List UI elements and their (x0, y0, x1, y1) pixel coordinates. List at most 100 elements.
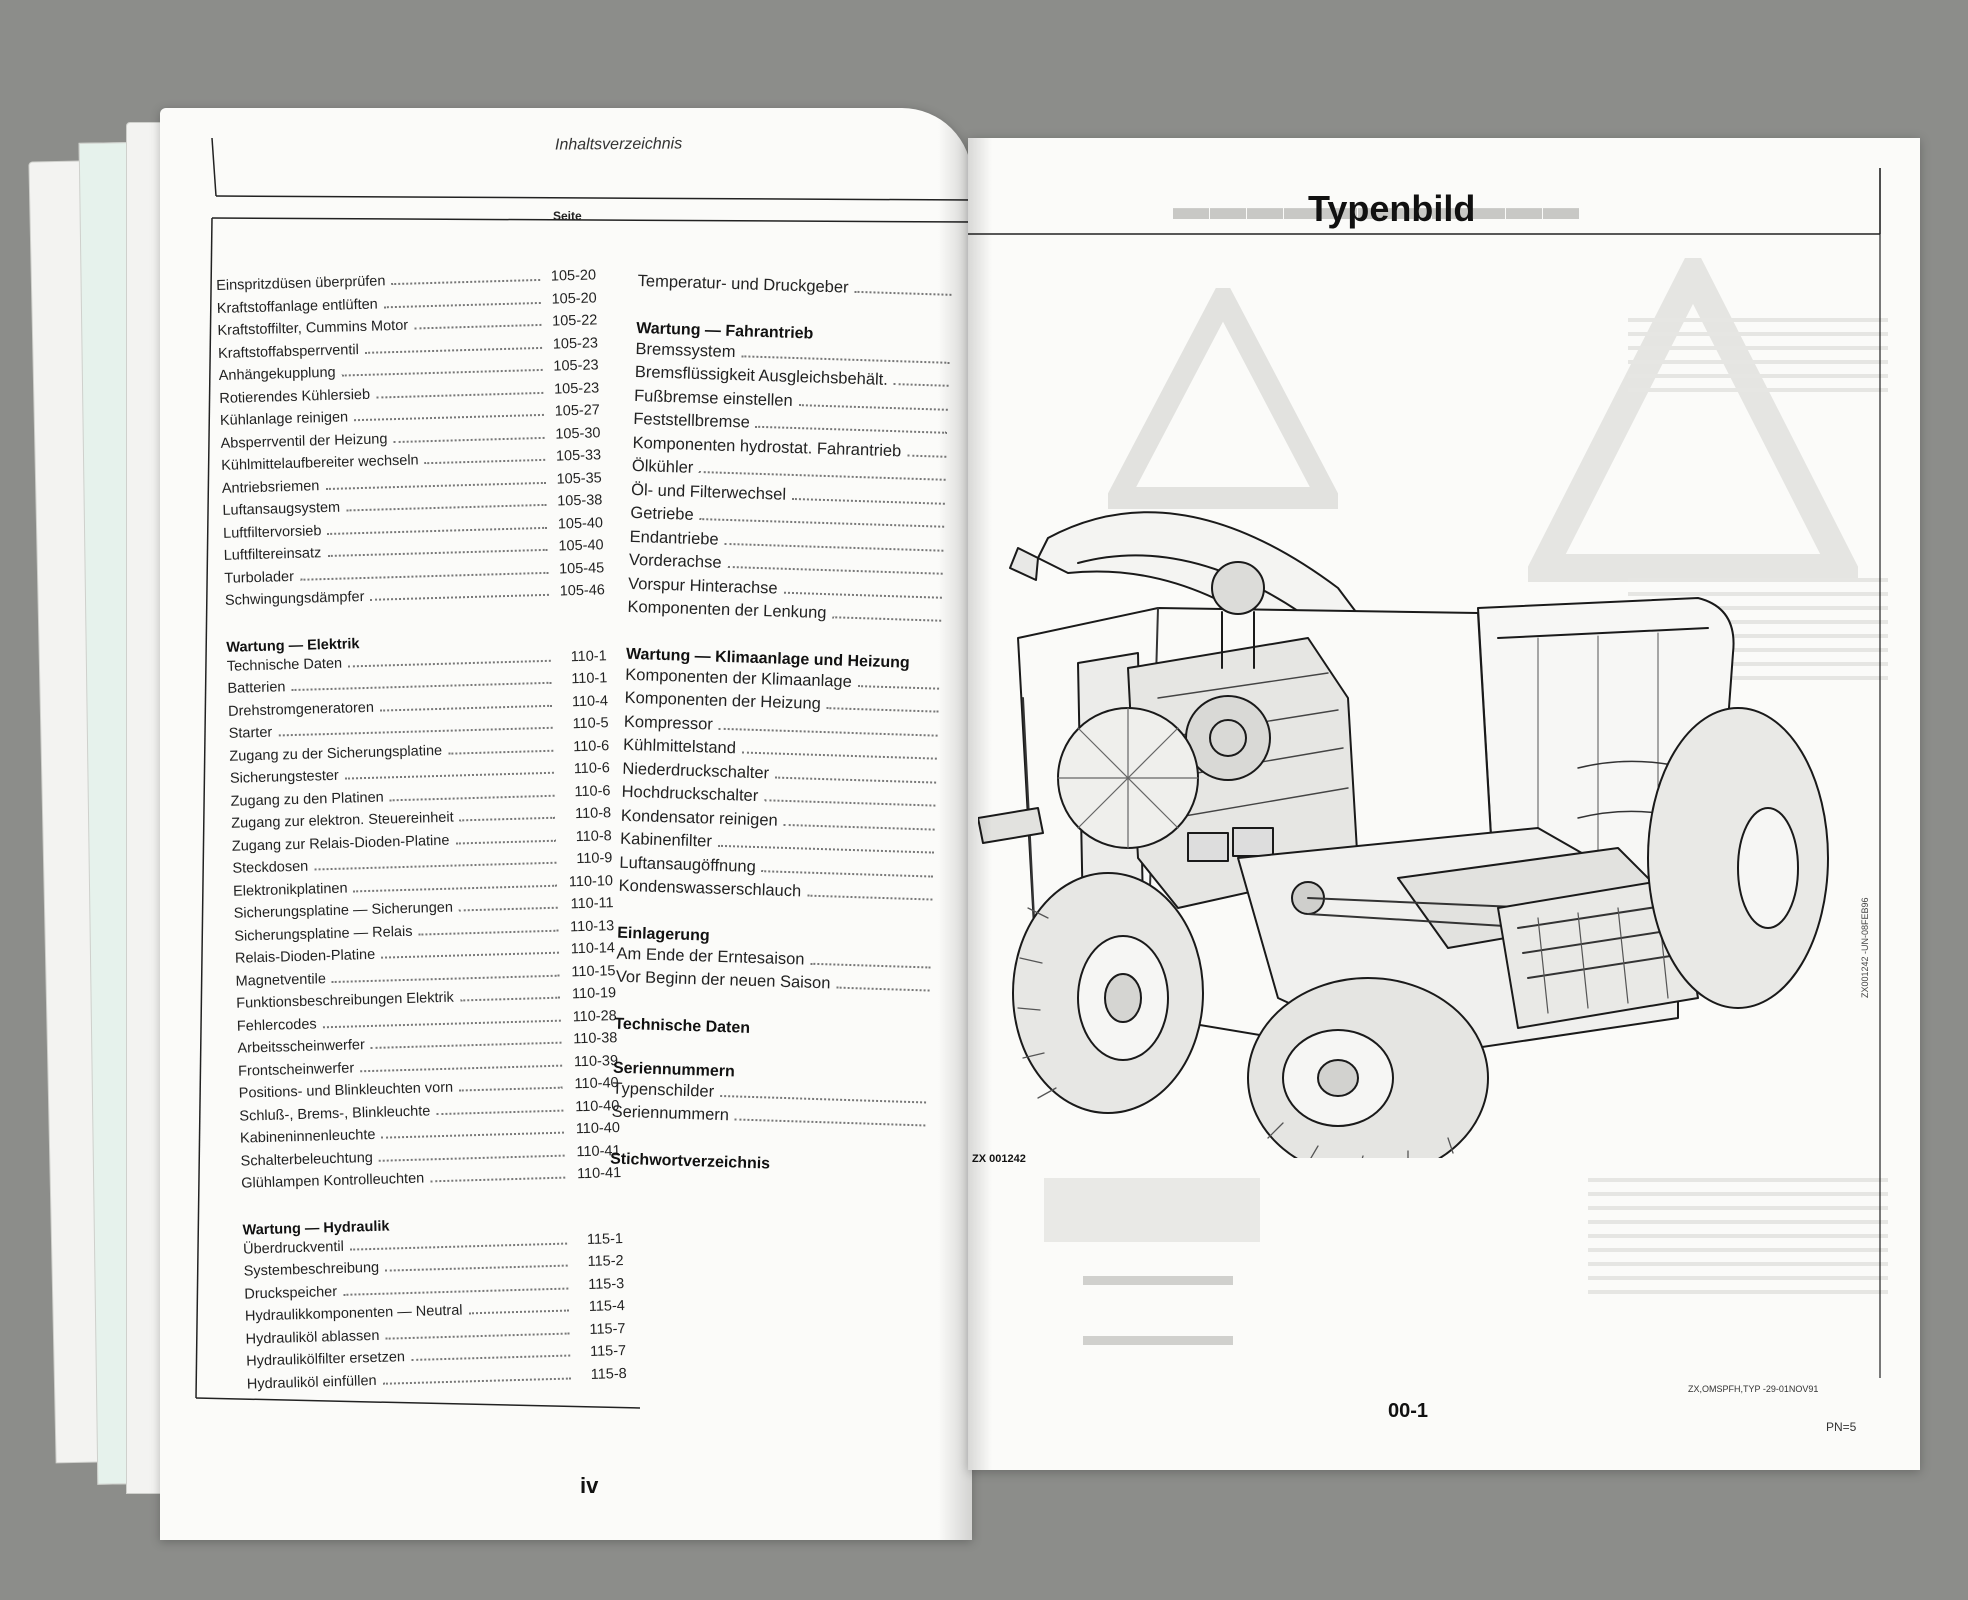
toc-entry-title: Frontscheinwerfer (237, 1059, 355, 1080)
toc-entry-title: Systembeschreibung (243, 1259, 380, 1280)
toc-entry-title: Vorderachse (628, 550, 722, 572)
toc-entry-title: Ölkühler (631, 456, 694, 477)
toc-entry-title: Kabinenfilter (619, 829, 713, 851)
dot-leader (741, 354, 950, 364)
toc-entry-title: Überdruckventil (242, 1238, 345, 1258)
dot-leader (459, 816, 556, 822)
toc-entry-title: Luftfiltereinsatz (223, 545, 322, 564)
toc-entry-title: Luftansaugsystem (222, 499, 341, 519)
toc-entry-title: Technische Daten (226, 655, 343, 675)
dot-leader (436, 1109, 564, 1115)
toc-entry-page: 105-40 (558, 537, 604, 555)
toc-entry-title: Kraftstoffabsperrventil (217, 341, 360, 362)
toc-section: Stichwortverzeichnis (610, 1148, 931, 1180)
toc-entry-title: Kabineninnenleuchte (239, 1126, 376, 1147)
dot-leader (381, 1131, 565, 1139)
toc-entry-title: Kühlmittelstand (622, 735, 737, 758)
dot-leader (727, 565, 943, 575)
dot-leader (458, 906, 558, 912)
toc-entry-page: 110-11 (570, 895, 614, 913)
left-page: Inhaltsverzeichnis Seite Einspritzdüsen … (160, 108, 972, 1540)
dot-leader (383, 301, 541, 308)
toc-entry-page: 110-5 (572, 715, 609, 733)
toc-entry-title: Absperrventil der Heizung (220, 430, 388, 452)
toc-entry-page: 110-10 (568, 872, 614, 890)
toc-entry-title: Magnetventile (235, 970, 327, 990)
toc-entry-page: 105-46 (559, 582, 606, 600)
toc-entry-page: 110-1 (570, 647, 607, 665)
toc-entry-title: Antriebsriemen (221, 477, 320, 497)
toc-entry-title: Hochdruckschalter (621, 782, 759, 806)
toc-entry-title: Kraftstoffanlage entlüften (216, 295, 378, 317)
toc-entry-page: 105-35 (556, 469, 602, 488)
toc-entry[interactable]: Temperatur- und Druckgeber (637, 272, 958, 306)
toc-entry-title: Fußbremse einstellen (633, 386, 793, 410)
toc-entry-title: Temperatur- und Druckgeber (637, 272, 849, 297)
toc-entry-title: Niederdruckschalter (622, 759, 770, 782)
dot-leader (391, 278, 541, 286)
gutter-shadow-right (968, 138, 992, 1470)
toc-entry-page: 105-23 (553, 357, 599, 375)
dot-leader (459, 1086, 563, 1092)
dot-leader (418, 929, 559, 936)
dot-leader (344, 771, 554, 780)
toc-entry-page: 115-7 (589, 1320, 626, 1338)
dot-leader (717, 844, 934, 854)
toc-entry-title: Anhängekupplung (218, 364, 336, 384)
toc-entry-page: 105-22 (551, 312, 598, 330)
dot-leader (300, 571, 549, 581)
page-title: Typenbild (1308, 188, 1476, 229)
toc-entry-title: Hydrauliköl einfüllen (246, 1372, 377, 1393)
toc-entry-title: Seriennummern (611, 1102, 730, 1125)
toc-entry-page: 105-23 (552, 334, 599, 353)
dot-leader (385, 1264, 568, 1272)
toc-entry-title: Drehstromgeneratoren (227, 699, 375, 720)
dot-leader (327, 526, 548, 535)
dot-leader (327, 548, 548, 557)
toc-entry-page: 105-23 (553, 379, 600, 398)
dot-leader (783, 823, 935, 831)
dot-leader (719, 1094, 927, 1103)
toc-entry-title: Getriebe (630, 503, 694, 524)
toc-entry-page: 105-20 (551, 289, 597, 308)
toc-entry-page: 105-33 (555, 447, 602, 465)
toc-entry-page: 115-3 (588, 1275, 625, 1293)
dot-leader (448, 749, 554, 755)
dot-leader (360, 1064, 563, 1072)
toc-entry-title: Endantriebe (629, 527, 719, 549)
toc-entry-page: 115-8 (590, 1365, 627, 1383)
toc-entry-title: Hydrauliköl ablassen (245, 1327, 380, 1348)
dot-leader (411, 1354, 571, 1361)
toc-entry-title: Batterien (227, 679, 286, 697)
footer-pn: PN=5 (1826, 1420, 1857, 1434)
toc-entry-title: Fehlercodes (236, 1015, 317, 1035)
dot-leader (783, 591, 942, 599)
toc-section: Technische Daten (614, 1013, 935, 1045)
dot-leader (331, 974, 560, 983)
toc-entry-page: 115-7 (589, 1342, 627, 1360)
dot-leader (468, 1309, 569, 1315)
toc-entry-title: Sicherungstester (229, 767, 339, 787)
dot-leader (774, 776, 937, 784)
footer-document-code: ZX,OMSPFH,TYP -29-01NOV91 (1688, 1384, 1819, 1394)
bleed-through-warning-triangle-2 (1528, 258, 1858, 582)
dot-leader (718, 727, 938, 737)
page-number-right: 00-1 (1388, 1400, 1429, 1422)
dot-leader (376, 391, 544, 399)
toc-entry-title: Elektronikplatinen (232, 880, 348, 900)
toc-entry-page: 110-4 (571, 692, 609, 710)
dot-leader (381, 951, 559, 959)
toc-entry-title: Relais-Dioden-Platine (234, 946, 376, 967)
dot-leader (755, 425, 948, 434)
toc-entry-page: 105-38 (556, 492, 603, 510)
dot-leader (389, 794, 555, 801)
toc-entry-title: Kondensator reinigen (620, 806, 779, 830)
right-page: ▬▬▬▬▬▬▬▬▬▬▬ ▬▬▬▬▬ ▬▬▬▬▬ Typenbild (968, 138, 1920, 1470)
toc-entry-page: 110-8 (574, 805, 612, 823)
toc-entry-title: Schalterbeleuchtung (240, 1149, 374, 1170)
dot-leader (734, 1118, 926, 1127)
dot-leader (343, 1287, 569, 1296)
